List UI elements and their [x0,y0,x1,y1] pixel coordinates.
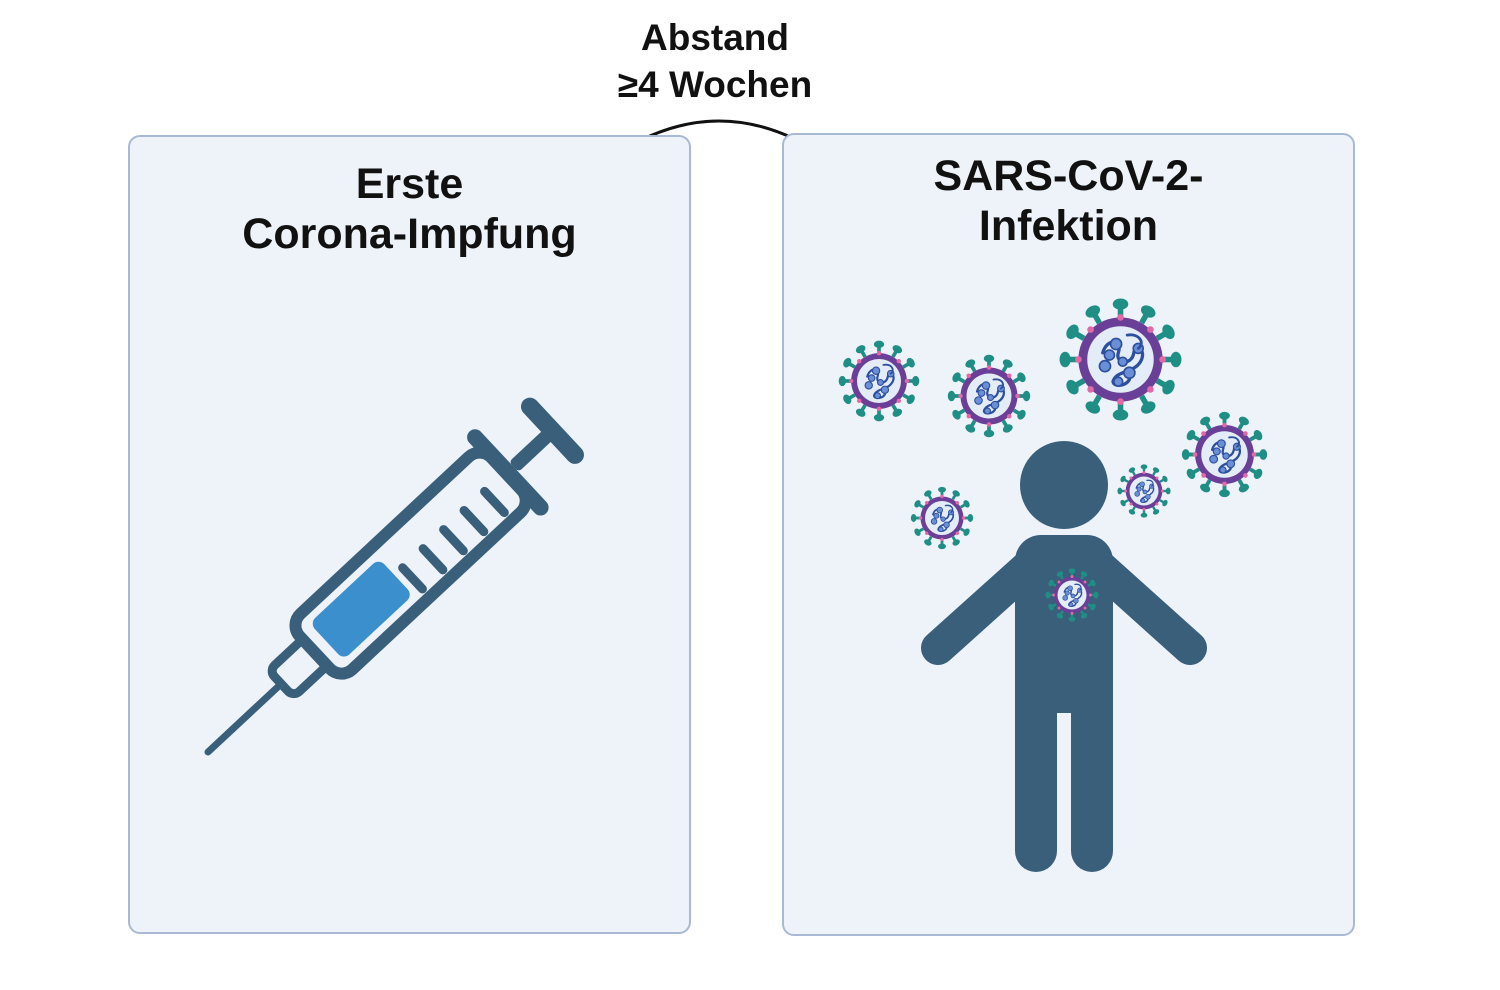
vaccination-title-line2: Corona-Impfung [242,210,577,258]
infection-panel: SARS-CoV-2- Infektion [782,133,1355,936]
interval-label: Abstand ≥4 Wochen [560,14,870,108]
person-icon [921,441,1207,872]
vaccination-title-line1: Erste [355,160,464,208]
vaccination-panel-title: Erste Corona-Impfung [130,159,689,259]
interval-label-line2: ≥4 Wochen [617,64,813,105]
interval-label-line1: Abstand [641,17,789,58]
virus-icon [1057,296,1184,423]
infection-panel-title: SARS-CoV-2- Infektion [784,151,1353,251]
infection-title-line2: Infektion [978,202,1159,250]
virus-icon [837,339,921,423]
virus-icon [1180,410,1269,499]
virus-icon [909,485,975,551]
virus-icon [1116,463,1172,519]
infection-title-line1: SARS-CoV-2- [933,152,1204,200]
virus-icon [946,353,1032,439]
